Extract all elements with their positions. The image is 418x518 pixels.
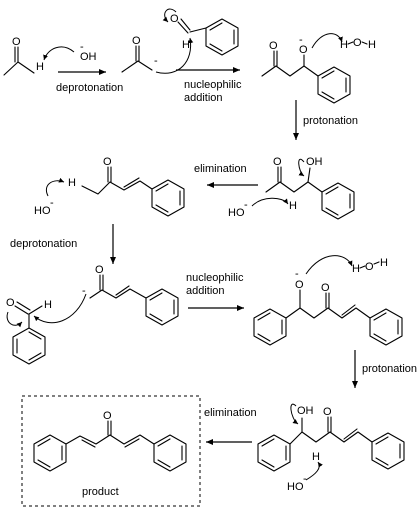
- label-nucleophilic-2b: addition: [186, 285, 225, 297]
- benzaldehyde-2-oxygen: O: [6, 297, 15, 309]
- dienolate-molecule: O -: [82, 264, 179, 326]
- label-nucleophilic-1a: nucleophilic: [184, 79, 242, 91]
- hydroxide-2: HO: [228, 207, 245, 219]
- product-oxygen: O: [103, 410, 112, 422]
- hydroxide-1-charge: -: [80, 41, 84, 53]
- aldol-1-ketone-oxygen: O: [273, 156, 282, 168]
- benzaldehyde-1-hydrogen: H: [182, 39, 190, 51]
- aldol-1-hydroxyl: OH: [306, 156, 323, 168]
- label-nucleophilic-2a: nucleophilic: [186, 272, 244, 284]
- hydroxide-1: OH: [80, 51, 97, 63]
- curly-arrow-oh-to-enone-h: [46, 177, 65, 197]
- aldol-1-alpha-h: H: [289, 200, 297, 212]
- aldol-2-alpha-h: H: [312, 451, 320, 463]
- enolate-molecule: O -: [121, 35, 158, 73]
- water-2-h1: H: [352, 263, 360, 275]
- label-protonation-1: protonation: [303, 115, 358, 127]
- benzaldehyde-molecule-1: O H: [170, 13, 239, 56]
- product-label: product: [82, 486, 119, 498]
- water-2-o: O: [365, 261, 374, 273]
- curly-arrow-base-to-h-2: [305, 461, 323, 481]
- enone-oxygen: O: [103, 156, 112, 168]
- curly-arrow-alkoxide-to-water-2: [305, 255, 353, 275]
- enolate-charge: -: [154, 55, 158, 67]
- curly-arrow-enolate-attack-2: [33, 293, 87, 324]
- water-1-o: O: [353, 37, 362, 49]
- aldol-2-ketone-oxygen: O: [323, 406, 332, 418]
- benzaldehyde-2-hydrogen: H: [44, 299, 52, 311]
- alkoxide-2-ketone-oxygen: O: [321, 282, 330, 294]
- aldol-2-hydroxyl: OH: [297, 405, 314, 417]
- acetone-alpha-hydrogen: H: [36, 61, 44, 73]
- alkoxide-2-oxygen: O: [295, 279, 304, 291]
- enone-intermediate: O H: [68, 156, 185, 217]
- alkoxide-intermediate-2: O - O: [253, 268, 403, 346]
- label-elimination-2: elimination: [204, 407, 257, 419]
- dienolate-charge: -: [82, 285, 86, 297]
- dibenzylideneacetone-product: O: [33, 410, 187, 472]
- hydroxide-2-charge: -: [244, 199, 248, 211]
- curly-arrow-alkoxide-to-water: [311, 33, 343, 49]
- enone-alpha-h: H: [68, 177, 76, 189]
- alkoxide-2-charge: -: [295, 268, 299, 280]
- alkoxide-1-oxygen: O: [299, 44, 308, 56]
- curly-arrow-oh-leaving-2: [290, 403, 299, 425]
- enolate-oxygen: O: [132, 35, 141, 47]
- acetone-oxygen: O: [12, 36, 21, 48]
- label-protonation-2: protonation: [362, 363, 417, 375]
- water-2-h2: H: [380, 257, 388, 269]
- alkoxide-intermediate-1: O O -: [261, 34, 351, 104]
- hydroxide-3: HO: [34, 205, 51, 217]
- curly-arrow-enolate-attack: [155, 37, 194, 74]
- dienolate-oxygen: O: [95, 264, 104, 276]
- benzaldehyde-1-oxygen: O: [170, 13, 179, 25]
- label-deprotonation-1: deprotonation: [56, 82, 123, 94]
- hydroxide-4: HO: [287, 481, 304, 493]
- water-1-h1: H: [340, 39, 348, 51]
- aldol-product-1: O OH H: [265, 156, 355, 220]
- aldol-product-2: OH O H: [257, 405, 405, 472]
- hydroxide-4-charge: -: [303, 473, 307, 485]
- curly-arrow-oh-leaving: [298, 158, 305, 177]
- curly-arrow-oh-to-h: [43, 46, 75, 61]
- label-elimination-1: elimination: [194, 163, 247, 175]
- alkoxide-1-ketone-oxygen: O: [269, 40, 278, 52]
- benzaldehyde-molecule-2: O H: [6, 297, 52, 365]
- label-nucleophilic-1b: addition: [184, 92, 223, 104]
- curly-arrow-carbonyl-2: [6, 311, 23, 328]
- water-1-h2: H: [368, 39, 376, 51]
- label-deprotonation-2: deprotonation: [10, 238, 77, 250]
- hydroxide-3-charge: -: [50, 197, 54, 209]
- alkoxide-1-charge: -: [299, 34, 303, 46]
- curly-arrow-carbonyl: [162, 8, 177, 23]
- curly-arrow-base-to-h: [251, 197, 289, 207]
- acetone-molecule: O H: [3, 36, 44, 76]
